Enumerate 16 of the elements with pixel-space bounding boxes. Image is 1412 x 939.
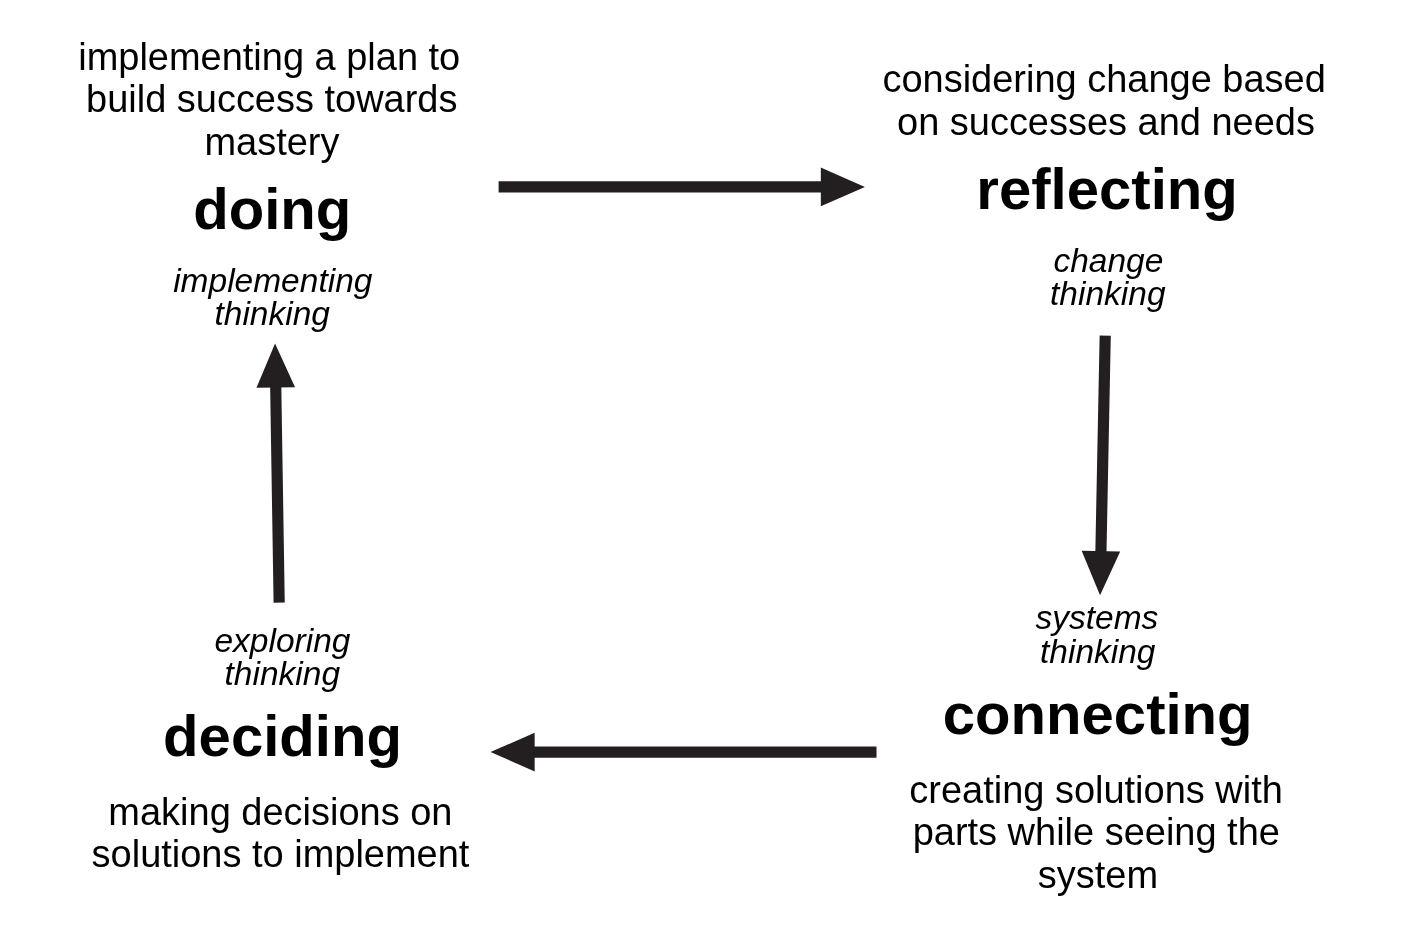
node-label: systems thinking [1035,599,1159,670]
node-text: deciding [163,703,402,769]
node-label: making decisions on solutions to implement [91,790,470,876]
node-text: connecting [942,680,1253,746]
node-label: implementing thinking [173,261,373,333]
arrow [1081,335,1121,596]
node-label: considering change based on successes and needs [882,58,1326,143]
node-label: implementing a plan to build success towards mastery [78,35,461,163]
arrow [498,167,865,207]
node-text: doing [193,175,352,241]
node-label: change thinking [1050,241,1166,313]
node-text: reflecting [976,155,1238,221]
node-label: exploring thinking [214,621,351,693]
arrow [490,732,877,772]
arrow [256,343,296,603]
node-label: creating solutions with parts while seeing the system [909,768,1283,896]
